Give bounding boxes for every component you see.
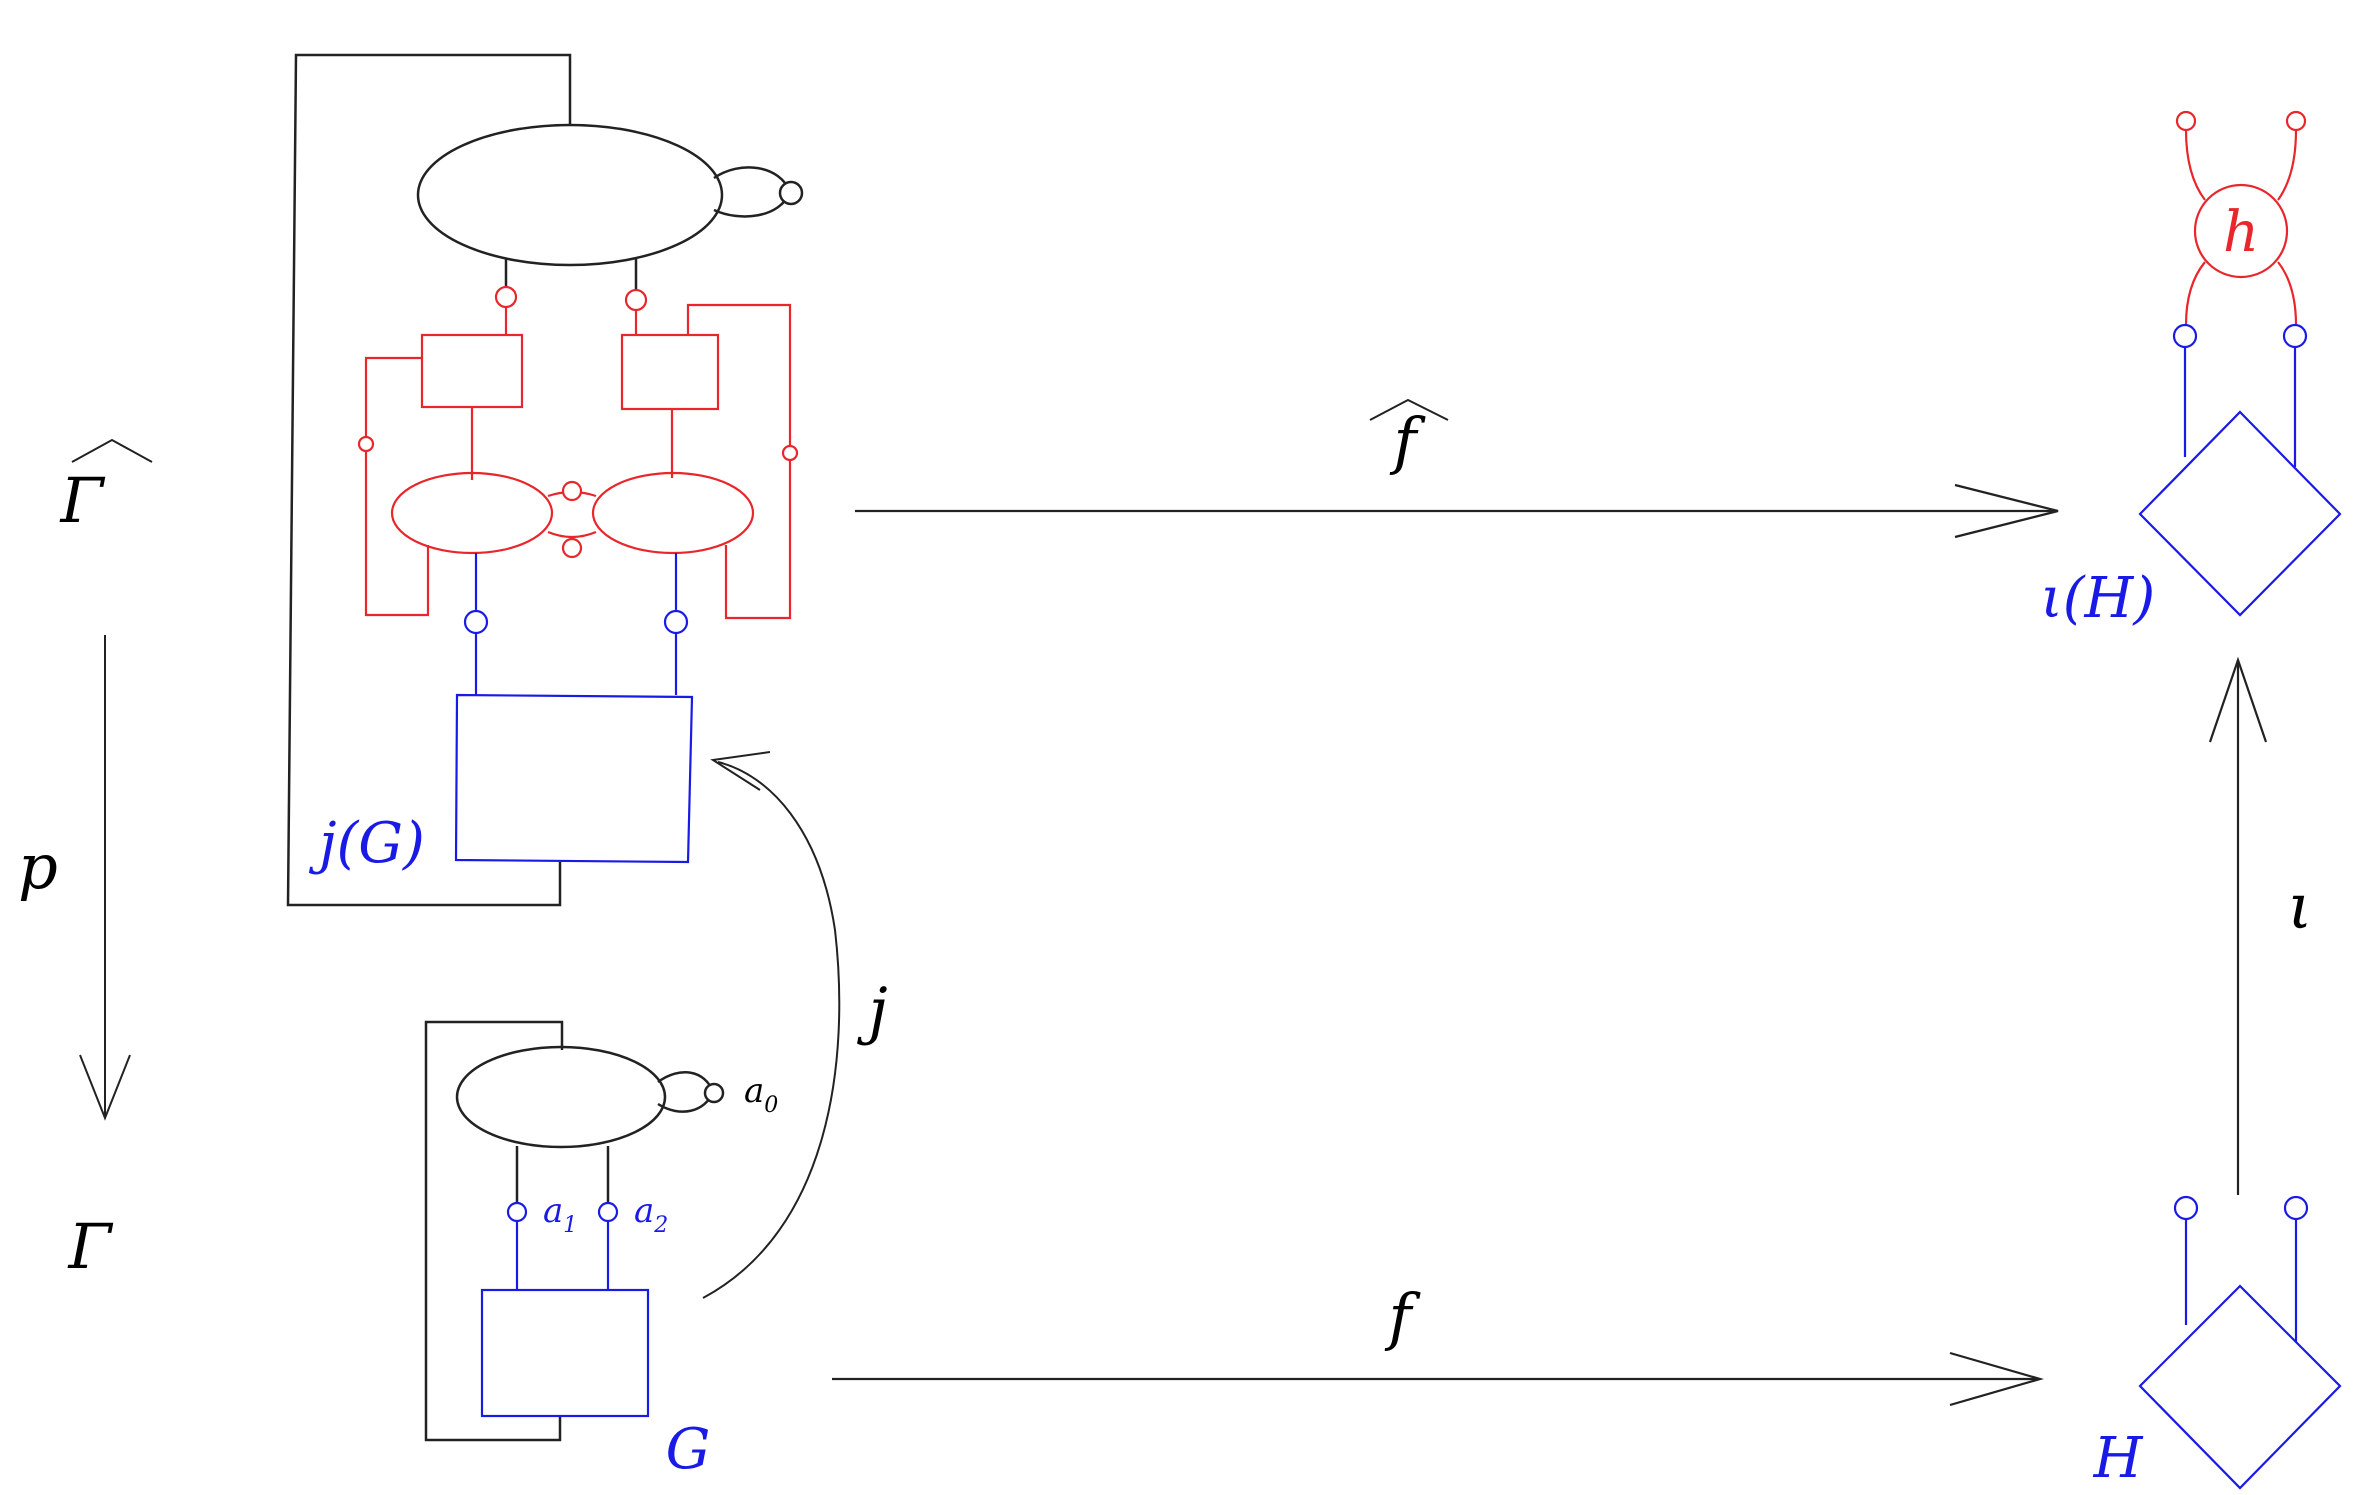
- iota-label: ι: [2288, 870, 2312, 943]
- black-vertex-ellipse: [416, 123, 724, 267]
- red-node-top-right: [624, 288, 648, 312]
- a2-label: a2: [634, 1191, 668, 1238]
- H-graph: H: [2093, 1195, 2342, 1491]
- red-ellipse-left: [390, 471, 554, 555]
- j-arrow-curve: [702, 761, 841, 1299]
- a1-label: a1: [543, 1191, 577, 1238]
- left-column: Γ p Γ: [18, 438, 153, 1283]
- jG-label: j(G): [308, 811, 425, 876]
- gamma-label: Γ: [67, 1210, 113, 1283]
- blue-node-jG-right: [663, 609, 689, 635]
- black-self-loop: [713, 166, 792, 218]
- f-hat-head: [1954, 483, 2059, 539]
- blue-box-jG: [454, 693, 694, 864]
- G-blue-box: [480, 1288, 650, 1418]
- red-box-left: [420, 333, 524, 409]
- h-top-node-right: [2285, 110, 2307, 132]
- h-label: h: [2223, 200, 2259, 265]
- H-label: H: [2093, 1426, 2144, 1491]
- H-blue-node-left: [2173, 1195, 2199, 1221]
- hat-accent: [71, 438, 153, 463]
- blue-node-jG-left: [463, 609, 489, 635]
- j-label: j: [856, 974, 887, 1047]
- a0-label: a0: [744, 1071, 778, 1118]
- f-label: f: [1385, 1280, 1422, 1353]
- f-arrow: f: [832, 1280, 2044, 1407]
- red-node-mid-top: [561, 480, 583, 502]
- iotaH-blue-node-left: [2172, 323, 2198, 349]
- G-black-ellipse: [455, 1045, 667, 1149]
- p-arrow-head: [79, 1054, 131, 1121]
- H-blue-node-right: [2283, 1195, 2309, 1221]
- G-a0-node: [703, 1082, 725, 1104]
- H-diamond: [2138, 1284, 2342, 1490]
- outer-black-loop: [286, 53, 572, 907]
- p-label: p: [18, 830, 58, 903]
- iota-arrow: ι: [2208, 656, 2312, 1195]
- G-a2-node: [597, 1201, 619, 1223]
- G-a1-node: [506, 1201, 528, 1223]
- G-graph: a0 a1 a2 G: [424, 1020, 778, 1482]
- G-label: G: [666, 1417, 711, 1482]
- red-node-left-side: [357, 435, 375, 453]
- f-hat-label: f: [1390, 404, 1427, 477]
- gamma-hat-label: Γ: [59, 464, 105, 537]
- j-arrow: j: [702, 751, 888, 1299]
- iotaH-diamond: [2138, 410, 2342, 617]
- j-arrow-head: [710, 751, 771, 791]
- red-node-top-left: [494, 285, 518, 309]
- h-vertex: [2193, 183, 2289, 279]
- iotaH-graph: h ι(H): [2041, 110, 2342, 631]
- h-top-node-left: [2175, 110, 2197, 132]
- iotaH-label: ι(H): [2041, 566, 2156, 631]
- f-head: [1949, 1351, 2044, 1407]
- iota-head: [2208, 656, 2268, 743]
- black-loop-node: [778, 180, 804, 206]
- jG-graph: j(G): [286, 53, 804, 907]
- red-node-right-side: [781, 444, 799, 462]
- red-ellipse-right: [591, 471, 755, 555]
- red-subgraph: [357, 285, 799, 620]
- iotaH-blue-node-right: [2282, 323, 2308, 349]
- red-node-mid-bottom: [561, 537, 583, 559]
- red-box-right: [620, 333, 720, 411]
- f-hat-accent: [1369, 398, 1449, 421]
- f-hat-arrow: f: [855, 398, 2059, 539]
- G-black-loop: [424, 1020, 564, 1442]
- blue-subgraph-jG: [454, 553, 694, 864]
